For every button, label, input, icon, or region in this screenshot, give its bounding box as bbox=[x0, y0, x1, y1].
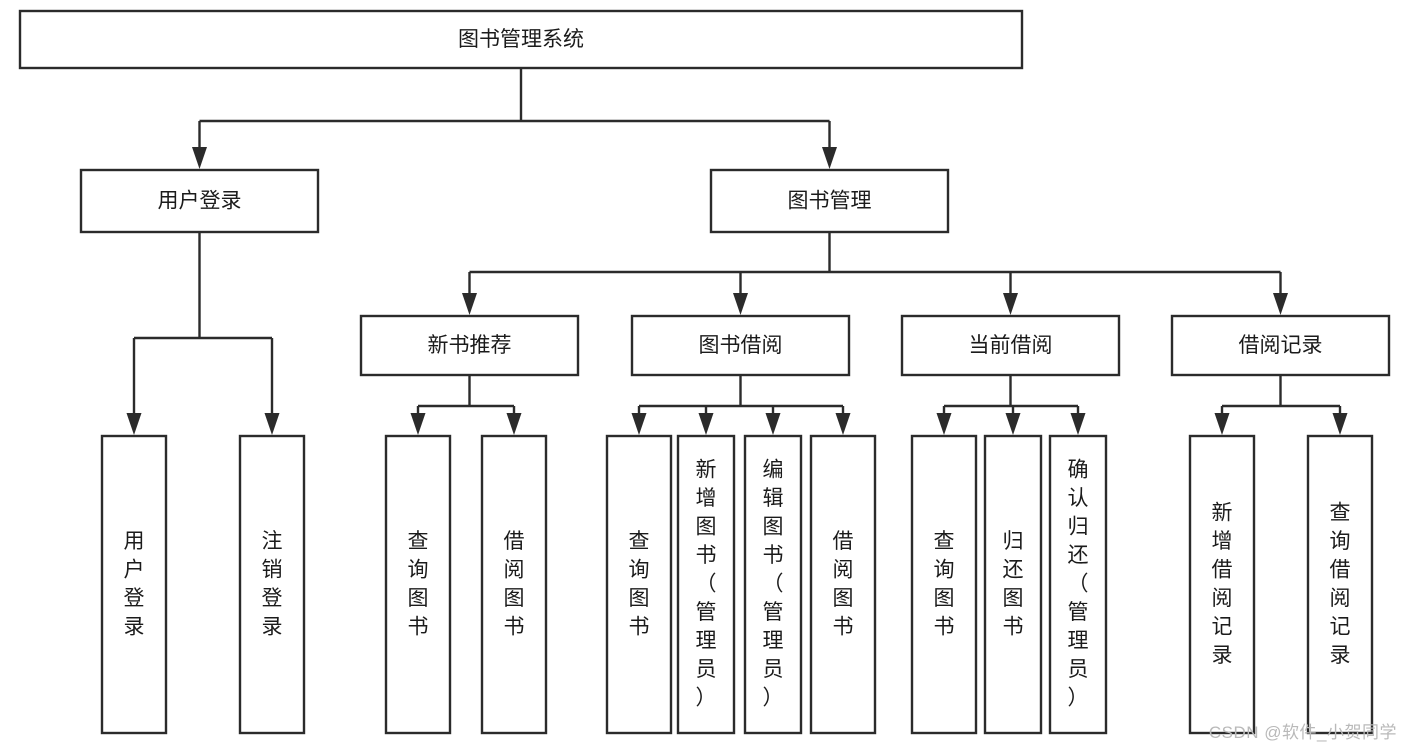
node-box-leaf-borrow-book-1 bbox=[480, 434, 548, 735]
node-box-leaf-query-book-1 bbox=[384, 434, 452, 735]
nodes-layer: 图书管理系统用户登录图书管理新书推荐图书借阅当前借阅借阅记录用户登录注销登录查询… bbox=[18, 9, 1391, 735]
node-box-root bbox=[18, 9, 1024, 70]
book-borrow-to-leaves-arrow-2 bbox=[765, 413, 781, 435]
node-label-new-book-recommend: 新书推荐 bbox=[428, 334, 512, 357]
node-label-leaf-add-book: 新增图书（管理员） bbox=[696, 459, 717, 710]
watermark-text: CSDN @软件_小贺同学 bbox=[1208, 723, 1397, 742]
node-label-current-borrow: 当前借阅 bbox=[969, 334, 1053, 357]
node-box-book-borrow bbox=[630, 314, 851, 377]
node-label-leaf-query-book-3: 查询图书 bbox=[934, 530, 955, 639]
user-login-to-leaves-arrow-1 bbox=[264, 413, 280, 435]
node-label-leaf-user-login: 用户登录 bbox=[124, 530, 145, 639]
node-leaf-user-login[interactable]: 用户登录 bbox=[100, 434, 168, 735]
node-box-leaf-confirm-return bbox=[1048, 434, 1108, 735]
node-leaf-query-book-2[interactable]: 查询图书 bbox=[605, 434, 673, 735]
node-borrow-record[interactable]: 借阅记录 bbox=[1170, 314, 1391, 377]
node-leaf-query-book-3[interactable]: 查询图书 bbox=[910, 434, 978, 735]
node-label-borrow-record: 借阅记录 bbox=[1239, 334, 1323, 357]
node-label-root: 图书管理系统 bbox=[458, 28, 584, 51]
new-book-to-leaves-arrow-0 bbox=[410, 413, 426, 435]
node-label-leaf-user-logout: 注销登录 bbox=[262, 530, 283, 639]
node-current-borrow[interactable]: 当前借阅 bbox=[900, 314, 1121, 377]
book-manage-to-l2-arrow-2 bbox=[1003, 293, 1018, 315]
node-leaf-add-book[interactable]: 新增图书（管理员） bbox=[676, 434, 736, 735]
node-label-leaf-borrow-book-2: 借阅图书 bbox=[833, 530, 854, 639]
book-manage-to-l2-arrow-3 bbox=[1273, 293, 1288, 315]
node-leaf-query-book-1[interactable]: 查询图书 bbox=[384, 434, 452, 735]
book-borrow-to-leaves-arrow-3 bbox=[835, 413, 851, 435]
node-label-leaf-add-record: 新增借阅记录 bbox=[1212, 501, 1233, 667]
node-box-leaf-return-book bbox=[983, 434, 1043, 735]
node-leaf-edit-book[interactable]: 编辑图书（管理员） bbox=[743, 434, 803, 735]
node-box-leaf-add-record bbox=[1188, 434, 1256, 735]
node-label-leaf-query-record: 查询借阅记录 bbox=[1330, 501, 1351, 667]
node-user-login[interactable]: 用户登录 bbox=[79, 168, 320, 234]
borrow-record-to-leaves-arrow-1 bbox=[1332, 413, 1348, 435]
node-label-book-borrow: 图书借阅 bbox=[699, 334, 783, 357]
current-borrow-to-leaves-arrow-2 bbox=[1070, 413, 1086, 435]
book-manage-to-l2-arrow-0 bbox=[462, 293, 477, 315]
node-leaf-add-record[interactable]: 新增借阅记录 bbox=[1188, 434, 1256, 735]
node-book-manage[interactable]: 图书管理 bbox=[709, 168, 950, 234]
node-box-leaf-user-login bbox=[100, 434, 168, 735]
node-root[interactable]: 图书管理系统 bbox=[18, 9, 1024, 70]
new-book-to-leaves-arrow-1 bbox=[506, 413, 522, 435]
node-book-borrow[interactable]: 图书借阅 bbox=[630, 314, 851, 377]
node-label-leaf-query-book-2: 查询图书 bbox=[629, 530, 650, 639]
borrow-record-to-leaves-arrow-0 bbox=[1214, 413, 1230, 435]
node-new-book-recommend[interactable]: 新书推荐 bbox=[359, 314, 580, 377]
node-box-leaf-query-book-3 bbox=[910, 434, 978, 735]
node-label-book-manage: 图书管理 bbox=[788, 190, 872, 213]
node-box-leaf-edit-book bbox=[743, 434, 803, 735]
book-manage-to-l2-arrow-1 bbox=[733, 293, 748, 315]
node-box-leaf-borrow-book-2 bbox=[809, 434, 877, 735]
node-leaf-confirm-return[interactable]: 确认归还（管理员） bbox=[1048, 434, 1108, 735]
node-leaf-return-book[interactable]: 归还图书 bbox=[983, 434, 1043, 735]
user-login-to-leaves-arrow-0 bbox=[126, 413, 142, 435]
node-label-leaf-borrow-book-1: 借阅图书 bbox=[504, 530, 525, 639]
node-box-borrow-record bbox=[1170, 314, 1391, 377]
node-box-new-book-recommend bbox=[359, 314, 580, 377]
node-label-leaf-return-book: 归还图书 bbox=[1003, 530, 1024, 639]
node-leaf-query-record[interactable]: 查询借阅记录 bbox=[1306, 434, 1374, 735]
connectors-layer bbox=[126, 68, 1348, 435]
root-to-l1-arrow-0 bbox=[192, 147, 207, 169]
current-borrow-to-leaves-arrow-1 bbox=[1005, 413, 1021, 435]
node-box-current-borrow bbox=[900, 314, 1121, 377]
node-box-book-manage bbox=[709, 168, 950, 234]
node-box-user-login bbox=[79, 168, 320, 234]
root-to-l1-arrow-1 bbox=[822, 147, 837, 169]
node-label-leaf-edit-book: 编辑图书（管理员） bbox=[763, 459, 784, 710]
node-box-leaf-query-record bbox=[1306, 434, 1374, 735]
node-leaf-borrow-book-1[interactable]: 借阅图书 bbox=[480, 434, 548, 735]
node-label-leaf-query-book-1: 查询图书 bbox=[408, 530, 429, 639]
current-borrow-to-leaves-arrow-0 bbox=[936, 413, 952, 435]
node-box-leaf-add-book bbox=[676, 434, 736, 735]
node-label-user-login: 用户登录 bbox=[158, 190, 242, 213]
node-box-leaf-query-book-2 bbox=[605, 434, 673, 735]
node-box-leaf-user-logout bbox=[238, 434, 306, 735]
node-leaf-user-logout[interactable]: 注销登录 bbox=[238, 434, 306, 735]
node-label-leaf-confirm-return: 确认归还（管理员） bbox=[1068, 459, 1089, 710]
book-borrow-to-leaves-arrow-0 bbox=[631, 413, 647, 435]
book-borrow-to-leaves-arrow-1 bbox=[698, 413, 714, 435]
node-leaf-borrow-book-2[interactable]: 借阅图书 bbox=[809, 434, 877, 735]
